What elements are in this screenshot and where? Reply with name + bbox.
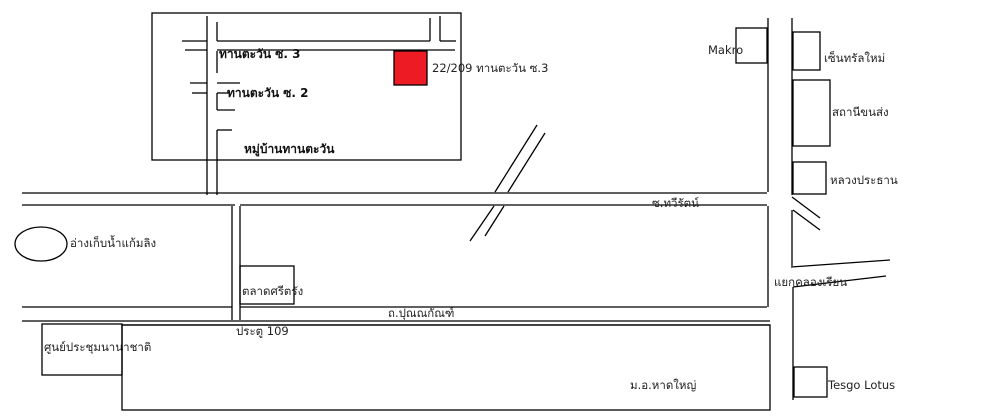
tesco-label: Tesgo Lotus bbox=[827, 378, 895, 392]
reservoir-shape bbox=[14, 226, 68, 262]
soi-2-label: ทานตะวัน ซ. 2 bbox=[227, 86, 308, 100]
makro-box bbox=[735, 27, 768, 64]
central-label: เซ็นทรัลใหม่ bbox=[824, 50, 885, 65]
destination-address: 22/209 ทานตะวัน ซ.3 bbox=[432, 61, 548, 75]
khlong-rian-junction-label: แยกคลองเรียน bbox=[774, 275, 847, 289]
luang-prathan-label: หลวงประธาน bbox=[830, 173, 898, 187]
luang-prathan-box bbox=[792, 161, 827, 195]
map-line bbox=[469, 205, 495, 242]
reservoir-label: อ่างเก็บน้ำแก้มลิง bbox=[70, 235, 156, 250]
soi-thawirat-label: ซ.ทวีรัตน์ bbox=[652, 196, 699, 210]
university-area bbox=[121, 324, 771, 411]
market-box bbox=[239, 265, 295, 305]
makro-label: Makro bbox=[708, 43, 743, 57]
convention-center-label: ศูนย์ประชุมนานาชาติ bbox=[44, 340, 151, 354]
market-label: ตลาดศรีตรัง bbox=[242, 284, 303, 298]
map-line bbox=[791, 196, 821, 219]
university-label: ม.อ.หาดใหญ่ bbox=[630, 378, 697, 392]
central-box bbox=[792, 31, 821, 71]
village-boundary bbox=[151, 12, 462, 161]
bus-station-label: สถานีขนส่ง bbox=[832, 105, 889, 119]
tesco-box bbox=[793, 366, 828, 398]
village-name: หมู่บ้านทานตะวัน bbox=[244, 142, 335, 157]
bus-station-box bbox=[792, 79, 831, 147]
map-line bbox=[790, 259, 891, 268]
gate-label: ประตู 109 bbox=[236, 324, 289, 338]
village-area: ทานตะวัน ซ. 3 ทานตะวัน ซ. 2 หมู่บ้านทานต… bbox=[151, 12, 548, 195]
map-line bbox=[507, 132, 546, 193]
map-line bbox=[484, 205, 505, 237]
destination-marker bbox=[393, 50, 428, 86]
map-line bbox=[792, 209, 821, 231]
map-line bbox=[792, 275, 887, 288]
map-line bbox=[494, 124, 538, 193]
soi-3-label: ทานตะวัน ซ. 3 bbox=[219, 47, 300, 61]
punnakan-road-label: ถ.ปุณณกัณฑ์ bbox=[388, 306, 454, 320]
